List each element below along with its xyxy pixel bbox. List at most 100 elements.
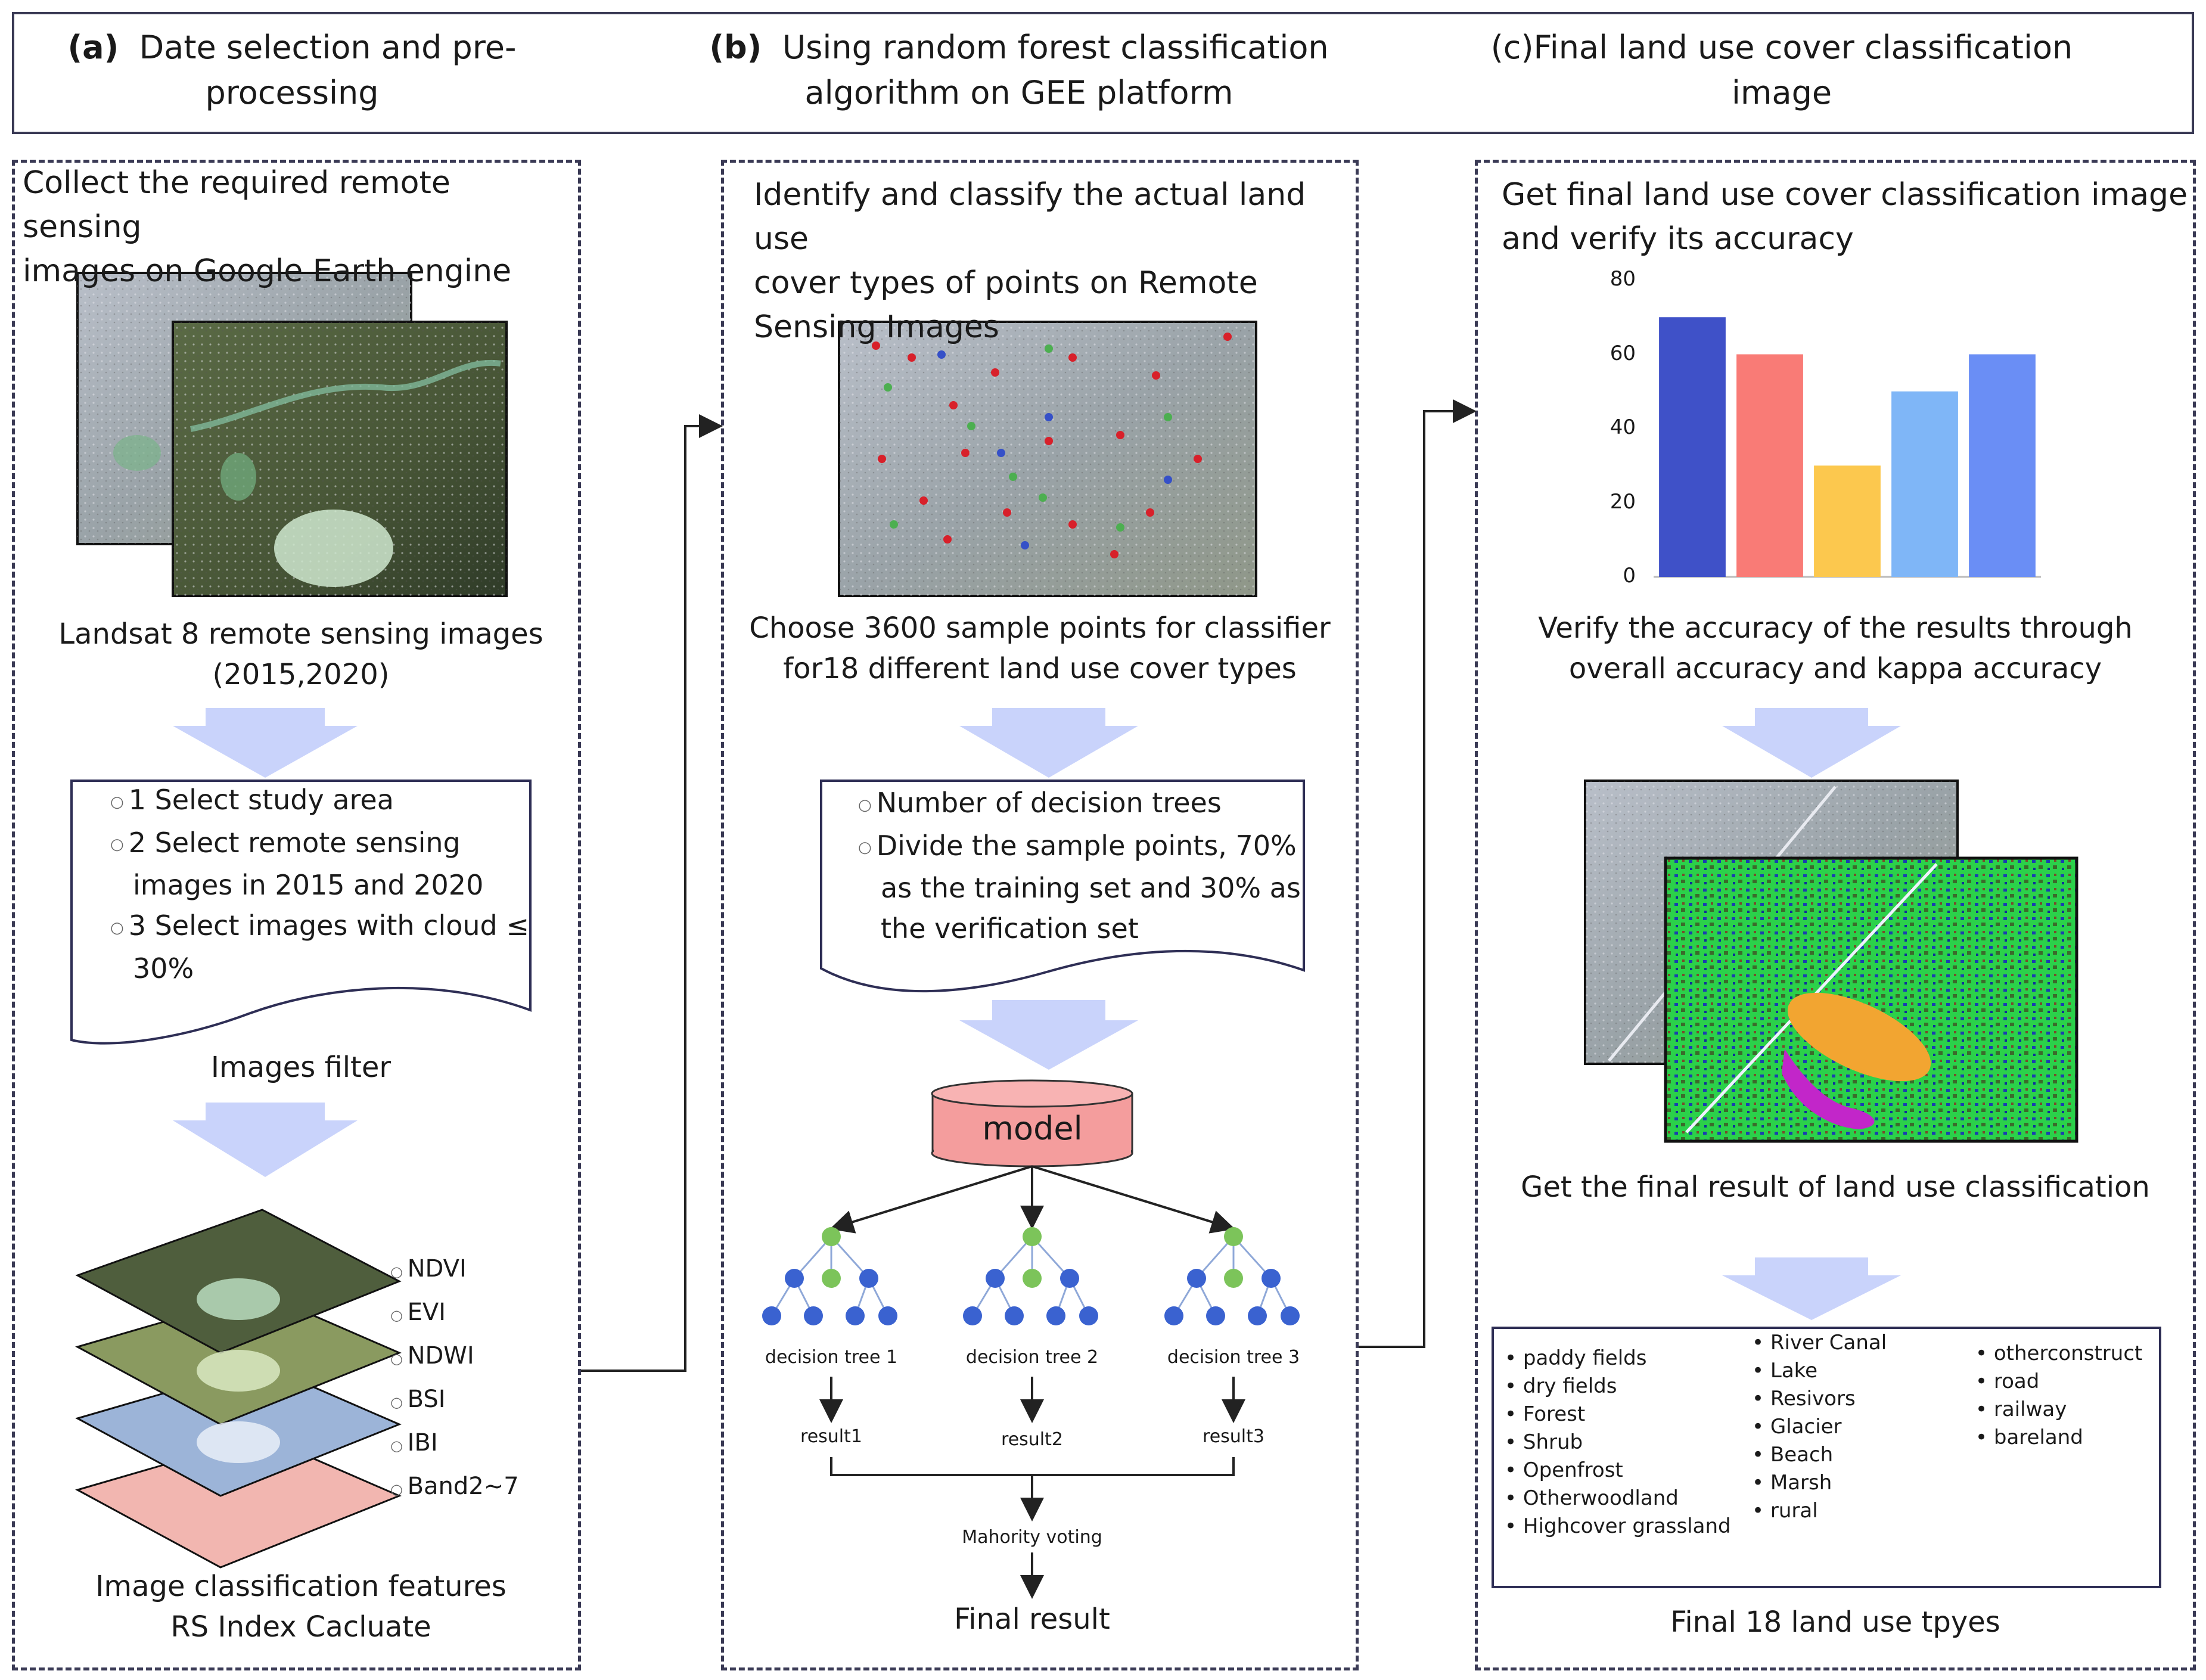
rf-step-2: ○Divide the sample points, 70% bbox=[858, 829, 1297, 862]
result-label-2: result2 bbox=[1001, 1429, 1063, 1450]
header-a-text2: processing bbox=[205, 74, 379, 111]
legend-item: • Marsh bbox=[1752, 1471, 1832, 1495]
majority-voting-label: Mahority voting bbox=[962, 1527, 1102, 1548]
rf-step-1: ○Number of decision trees bbox=[858, 787, 1222, 819]
header-b-tag: (b) bbox=[709, 29, 762, 66]
rf-step-2c: the verification set bbox=[881, 912, 1139, 945]
accuracy-caption-line2: overall accuracy and kappa accuracy bbox=[1568, 652, 2102, 685]
legend-column-3: • otherconstruct • road • railway • bare… bbox=[1975, 1340, 2142, 1452]
sample-points-image bbox=[838, 321, 1257, 597]
legend-item: • Lake bbox=[1752, 1359, 1818, 1383]
panel-c-title-line1: Get final land use cover classification … bbox=[1502, 177, 2188, 213]
feature-layer-stack bbox=[75, 1209, 402, 1569]
decision-tree-label-2: decision tree 2 bbox=[965, 1347, 1099, 1368]
legend-item: • Shrub bbox=[1505, 1430, 1583, 1454]
filter-step-2: ○2 Select remote sensing bbox=[110, 826, 461, 859]
flow-arrow-c1 bbox=[1722, 708, 1901, 778]
legend-column-2: • River Canal • Lake • Resivors • Glacie… bbox=[1752, 1329, 1887, 1525]
sample-points-caption-line2: for18 different land use cover types bbox=[783, 652, 1297, 685]
panel-a-title-line1: Collect the required remote sensing bbox=[23, 165, 450, 245]
filter-step-1: ○1 Select study area bbox=[110, 784, 394, 816]
result-label-1: result1 bbox=[800, 1426, 862, 1447]
legend-item: • Forest bbox=[1505, 1402, 1586, 1426]
model-cylinder bbox=[931, 1079, 1133, 1167]
connector-a-b bbox=[581, 414, 723, 1372]
panel-a bbox=[12, 160, 581, 1670]
panel-b-title-line1: Identify and classify the actual land us… bbox=[754, 177, 1306, 257]
decision-tree-label-1: decision tree 1 bbox=[765, 1347, 898, 1368]
chart-bar-3 bbox=[1814, 465, 1881, 577]
filter-document bbox=[70, 780, 532, 1045]
panel-a-title-line2: images on Google Earth engine bbox=[23, 253, 512, 289]
feature-list: ○ NDVI ○ EVI ○ NDWI ○ BSI ○ IBI ○ Band2~… bbox=[390, 1249, 519, 1510]
rf-steps: ○Number of decision trees ○Divide the sa… bbox=[858, 782, 1301, 949]
legend-item: • Highcover grassland bbox=[1505, 1514, 1731, 1538]
header-a-text: Date selection and pre- bbox=[139, 29, 517, 66]
landsat-image-2020 bbox=[172, 321, 508, 597]
landsat-caption-line2: (2015,2020) bbox=[212, 658, 390, 691]
final-result-caption: Get the final result of land use classif… bbox=[1521, 1170, 2150, 1204]
features-caption: Image classification features RS Index C… bbox=[24, 1566, 578, 1647]
chart-y-tick-label: 20 bbox=[1610, 489, 1636, 514]
legend-item: • River Canal bbox=[1752, 1331, 1887, 1355]
filter-step-2b: images in 2015 and 2020 bbox=[133, 869, 484, 901]
chart-y-tick-label: 40 bbox=[1610, 415, 1636, 439]
sample-points-caption: Choose 3600 sample points for classifier… bbox=[724, 608, 1356, 689]
feature-item: ○ Band2~7 bbox=[390, 1473, 519, 1500]
panel-b-title-line3: Sensing Images bbox=[754, 309, 999, 345]
decision-tree-graphic-3 bbox=[1164, 1227, 1300, 1325]
chart-y-tick-label: 0 bbox=[1623, 564, 1636, 588]
header-c-text: (c)Final land use cover classification bbox=[1490, 29, 2073, 66]
landsat-caption: Landsat 8 remote sensing images (2015,20… bbox=[24, 614, 578, 695]
sample-points-caption-line1: Choose 3600 sample points for classifier bbox=[749, 611, 1331, 645]
legend-item: • railway bbox=[1975, 1398, 2067, 1421]
legend-item: • otherconstruct bbox=[1975, 1341, 2143, 1365]
chart-y-tick-label: 80 bbox=[1610, 267, 1636, 291]
landsat-caption-line1: Landsat 8 remote sensing images bbox=[58, 617, 543, 651]
feature-item: ○ NDVI bbox=[390, 1255, 467, 1282]
panel-c bbox=[1475, 160, 2196, 1670]
filter-step-3: ○3 Select images with cloud ≤ bbox=[110, 909, 529, 942]
header-b: (b) Using random forest classification a… bbox=[703, 25, 1335, 116]
header-bar bbox=[12, 12, 2194, 134]
chart-bar-1 bbox=[1659, 317, 1726, 577]
features-caption-line1: Image classification features bbox=[95, 1570, 507, 1603]
land-type-legend-box bbox=[1492, 1327, 2161, 1588]
flow-arrow-b1 bbox=[959, 708, 1138, 778]
header-a-tag: (a) bbox=[67, 29, 119, 66]
images-filter-label: Images filter bbox=[210, 1051, 392, 1084]
panel-b-title: Identify and classify the actual land us… bbox=[754, 173, 1356, 349]
final-result-label: Final result bbox=[954, 1603, 1110, 1636]
header-a: (a) Date selection and pre- processing bbox=[36, 25, 548, 116]
chart-bar-4 bbox=[1891, 391, 1958, 577]
legend-item: • rural bbox=[1752, 1499, 1818, 1523]
legend-item: • paddy fields bbox=[1505, 1346, 1647, 1370]
legend-item: • road bbox=[1975, 1370, 2040, 1393]
flow-arrow-a1 bbox=[173, 708, 358, 778]
filter-step-3b: 30% bbox=[133, 952, 194, 985]
rf-step-2b: as the training set and 30% as bbox=[881, 872, 1301, 904]
features-caption-line2: RS Index Cacluate bbox=[170, 1610, 431, 1644]
result-label-3: result3 bbox=[1203, 1426, 1264, 1447]
connector-b-c bbox=[1359, 399, 1477, 1348]
panel-b bbox=[721, 160, 1359, 1670]
header-c: (c)Final land use cover classification i… bbox=[1484, 25, 2080, 116]
decision-tree-graphic-2 bbox=[963, 1227, 1098, 1325]
header-b-text: Using random forest classification bbox=[782, 29, 1329, 66]
feature-item: ○ EVI bbox=[390, 1299, 446, 1326]
legend-item: • bareland bbox=[1975, 1426, 2083, 1449]
legend-item: • Glacier bbox=[1752, 1415, 1842, 1439]
decision-tree-graphic-1 bbox=[762, 1227, 897, 1325]
feature-item: ○ NDWI bbox=[390, 1342, 474, 1370]
accuracy-bar-chart bbox=[1654, 317, 2041, 578]
chart-y-tick-label: 60 bbox=[1610, 341, 1636, 365]
feature-item: ○ BSI bbox=[390, 1386, 446, 1413]
accuracy-caption: Verify the accuracy of the results throu… bbox=[1478, 608, 2193, 689]
header-b-text2: algorithm on GEE platform bbox=[804, 74, 1234, 111]
panel-b-title-line2: cover types of points on Remote bbox=[754, 265, 1258, 301]
legend-column-1: • paddy fields • dry fields • Forest • S… bbox=[1505, 1344, 1731, 1541]
header-c-text2: image bbox=[1731, 74, 1832, 111]
flow-arrow-b2 bbox=[959, 1000, 1138, 1070]
filter-steps: ○1 Select study area ○2 Select remote se… bbox=[110, 780, 529, 989]
